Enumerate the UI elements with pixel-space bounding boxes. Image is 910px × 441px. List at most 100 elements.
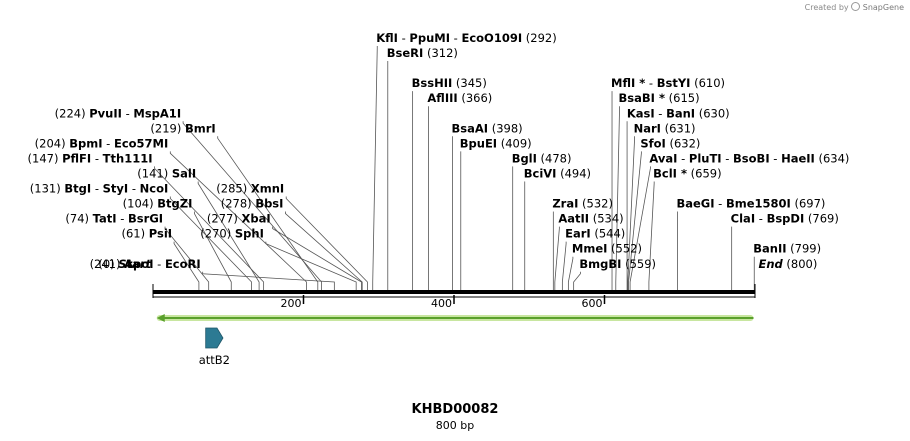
site-label[interactable]: BglI (478)	[512, 151, 572, 165]
site-position: (800)	[783, 257, 818, 271]
enzyme-name: ApoI	[124, 257, 153, 271]
site-position: (345)	[452, 76, 487, 90]
backbone-bar	[153, 290, 755, 294]
enzyme-name: SphI	[235, 227, 264, 241]
enzyme-name: BbsI	[255, 197, 283, 211]
site-label[interactable]: ZraI (532)	[552, 197, 613, 211]
enzyme-name: PvuII	[89, 106, 122, 120]
snapgene-logo-icon	[851, 2, 861, 11]
site-label[interactable]: AflIII (366)	[427, 91, 492, 105]
site-label[interactable]: (219) BmrI	[150, 121, 215, 135]
site-label[interactable]: KflI - PpuMI - EcoO109I (292)	[376, 31, 556, 45]
site-label[interactable]: (204) BpmI - Eco57MI	[35, 136, 169, 150]
site-position: (104)	[123, 197, 158, 211]
site-label[interactable]: (285) XmnI	[216, 182, 284, 196]
site-label[interactable]: BclI * (659)	[653, 166, 721, 180]
site-label[interactable]: MflI * - BstYI (610)	[611, 76, 725, 90]
site-position: (204)	[35, 136, 70, 150]
enzyme-name: KflI	[376, 31, 398, 45]
site-label[interactable]: (277) XbaI	[207, 212, 271, 226]
site-line	[573, 271, 581, 290]
site-label[interactable]: (270) SphI	[200, 227, 264, 241]
enzyme-name: EarI	[565, 227, 591, 241]
site-separator: -	[450, 31, 461, 45]
site-position: (659)	[687, 166, 722, 180]
site-label[interactable]: BpuEI (409)	[460, 136, 532, 150]
enzyme-name: XbaI	[242, 212, 271, 226]
site-line	[567, 256, 574, 290]
site-position: (632)	[666, 136, 701, 150]
site-label[interactable]: (147) PflFI - Tth111I	[28, 151, 153, 165]
site-label[interactable]: (61) PsiI	[122, 227, 173, 241]
site-position: (61)	[122, 227, 149, 241]
enzyme-name: PsiI	[149, 227, 172, 241]
site-label[interactable]: EarI (544)	[565, 227, 625, 241]
enzyme-name: BsoBI	[733, 151, 770, 165]
site-position: (799)	[787, 242, 822, 256]
enzyme-name: BglI	[512, 151, 537, 165]
site-label[interactable]: (241) ApoI - EcoRI	[90, 257, 201, 271]
site-line	[628, 151, 642, 290]
site-label[interactable]: BanII (799)	[753, 242, 821, 256]
site-labels[interactable]: (0) Start (61) PsiI(74) TatI - BsrGI(104)…	[28, 31, 850, 271]
site-label[interactable]: BseRI (312)	[387, 46, 458, 60]
site-position: (478)	[537, 151, 572, 165]
site-separator: -	[153, 257, 164, 271]
site-label[interactable]: (141) SalI	[137, 166, 196, 180]
site-label[interactable]: BciVI (494)	[524, 166, 591, 180]
site-line	[193, 211, 232, 290]
enzyme-name: MmeI	[572, 242, 608, 256]
enzyme-name: BsaBI *	[619, 91, 665, 105]
site-position: (270)	[200, 227, 235, 241]
enzyme-name: SfoI	[640, 136, 665, 150]
site-label[interactable]: (131) BtgI - StyI - NcoI	[30, 182, 169, 196]
site-label[interactable]: BsaBI * (615)	[619, 91, 700, 105]
site-label[interactable]: BaeGI - Bme1580I (697)	[676, 197, 825, 211]
site-label[interactable]: NarI (631)	[634, 121, 696, 135]
site-label[interactable]: BssHII (345)	[412, 76, 487, 90]
site-line	[615, 106, 620, 290]
site-label[interactable]: BsaAI (398)	[451, 121, 522, 135]
site-position: (697)	[791, 197, 826, 211]
site-label[interactable]: (224) PvuII - MspA1I	[55, 106, 181, 120]
site-label[interactable]: (74) TatI - BsrGI	[65, 212, 163, 226]
orf-arrow[interactable]	[156, 314, 754, 322]
enzyme-name: ZraI	[552, 197, 578, 211]
site-label[interactable]: AatII (534)	[558, 212, 623, 226]
site-line	[648, 181, 655, 290]
enzyme-name: BpmI	[69, 136, 102, 150]
site-position: (74)	[65, 212, 92, 226]
enzyme-name: NarI	[634, 121, 661, 135]
feature-attb2-arrow[interactable]	[205, 327, 224, 349]
site-line	[169, 151, 307, 290]
enzyme-name: KasI	[627, 106, 655, 120]
site-label[interactable]: SfoI (632)	[640, 136, 700, 150]
enzyme-name: Bme1580I	[726, 197, 791, 211]
enzyme-name: StyI	[103, 182, 129, 196]
site-label[interactable]: AvaI - PluTI - BsoBI - HaeII (634)	[649, 151, 849, 165]
enzyme-name: MflI *	[611, 76, 645, 90]
features[interactable]: attB2	[199, 327, 230, 367]
enzyme-name: Tth111I	[103, 151, 153, 165]
site-line	[182, 121, 322, 290]
site-label[interactable]: KasI - BanI (630)	[627, 106, 730, 120]
site-label[interactable]: (0) Start	[98, 257, 151, 271]
site-label[interactable]: (104) BtgZI	[123, 197, 193, 211]
site-separator: -	[715, 197, 726, 211]
site-line	[169, 196, 252, 290]
site-position: (278)	[221, 197, 256, 211]
site-label[interactable]: End (800)	[759, 257, 818, 271]
site-label[interactable]: BmgBI (559)	[579, 257, 656, 271]
enzyme-name: HaeII	[781, 151, 815, 165]
enzyme-name: AvaI	[649, 151, 677, 165]
feature-label: attB2	[199, 353, 230, 367]
enzyme-name: BtgZI	[157, 197, 192, 211]
site-label[interactable]: (278) BbsI	[221, 197, 284, 211]
site-label[interactable]: ClaI - BspDI (769)	[731, 212, 839, 226]
site-position: (224)	[55, 106, 90, 120]
site-position: (534)	[589, 212, 624, 226]
site-position: (494)	[556, 166, 591, 180]
site-label[interactable]: MmeI (552)	[572, 242, 642, 256]
credit-prefix: Created by	[804, 3, 849, 12]
